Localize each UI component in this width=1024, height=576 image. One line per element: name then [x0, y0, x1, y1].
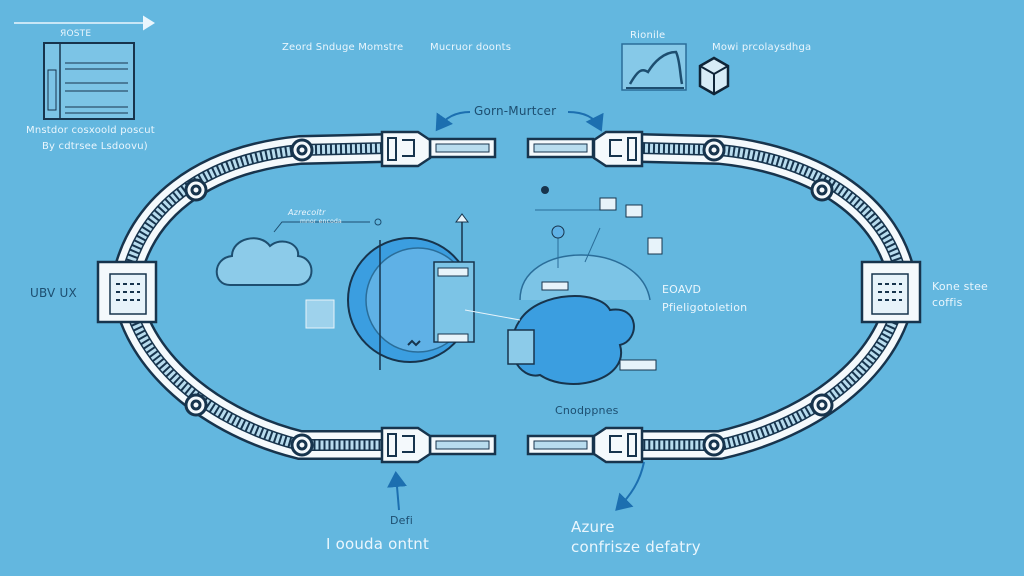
bottom-right-label-line2: confrisze defatry	[571, 538, 701, 556]
chart-title: Rionile	[630, 30, 666, 41]
arrow-top-right	[567, 111, 604, 132]
track-joints	[184, 138, 834, 457]
document-panel-icon	[43, 42, 135, 120]
connector-bottom-right	[592, 426, 644, 464]
cluster-label-line2: Pfieligotoletion	[662, 301, 748, 314]
track-loop	[110, 133, 918, 460]
cloud-note-line2: mnor encoda	[300, 218, 342, 225]
panel-title: ЯОSTE	[60, 29, 92, 39]
cube-icon	[698, 56, 730, 96]
cluster-bottom-label: Cnodppnes	[555, 404, 619, 417]
panel-caption-line2: By cdtrsee Lsdoovu)	[42, 141, 148, 152]
cube-label: Mowi prcolaysdhga	[712, 42, 812, 53]
arrow-bottom-right	[615, 461, 645, 511]
arrow-bottom-left	[387, 471, 407, 511]
right-node-label-line1: Kone stee	[932, 280, 989, 293]
bottom-left-small-label: Defi	[390, 514, 413, 527]
center-top-label: Gorn-Murtcer	[474, 104, 557, 118]
cloud-note-leader	[273, 221, 370, 233]
globe-left	[347, 213, 475, 370]
cloud-note-line1: Azrecoltr	[288, 208, 326, 217]
connector-top-left	[380, 130, 432, 168]
cluster-label-line1: EOAVD	[662, 283, 702, 296]
connector-bottom-left	[380, 426, 432, 464]
left-node-label: UBV UX	[30, 286, 77, 300]
bottom-left-big-label: I oouda ontnt	[326, 535, 430, 553]
top-label-1: Zeord Snduge Momstre	[282, 42, 404, 53]
connector-top-right	[592, 130, 644, 168]
bottom-right-label-line1: Azure	[571, 518, 615, 536]
cloud-icon	[215, 237, 313, 286]
right-module	[860, 260, 922, 324]
top-label-2: Mucruor doonts	[430, 42, 512, 53]
right-node-label-line2: coffis	[932, 296, 963, 309]
arrow-top-left	[435, 111, 471, 132]
network-cluster	[464, 186, 663, 385]
device-icon	[305, 299, 335, 329]
left-module	[96, 260, 158, 324]
panel-caption-line1: Mnstdor cosxoold poscut	[26, 125, 155, 136]
line-chart-icon	[621, 43, 687, 91]
